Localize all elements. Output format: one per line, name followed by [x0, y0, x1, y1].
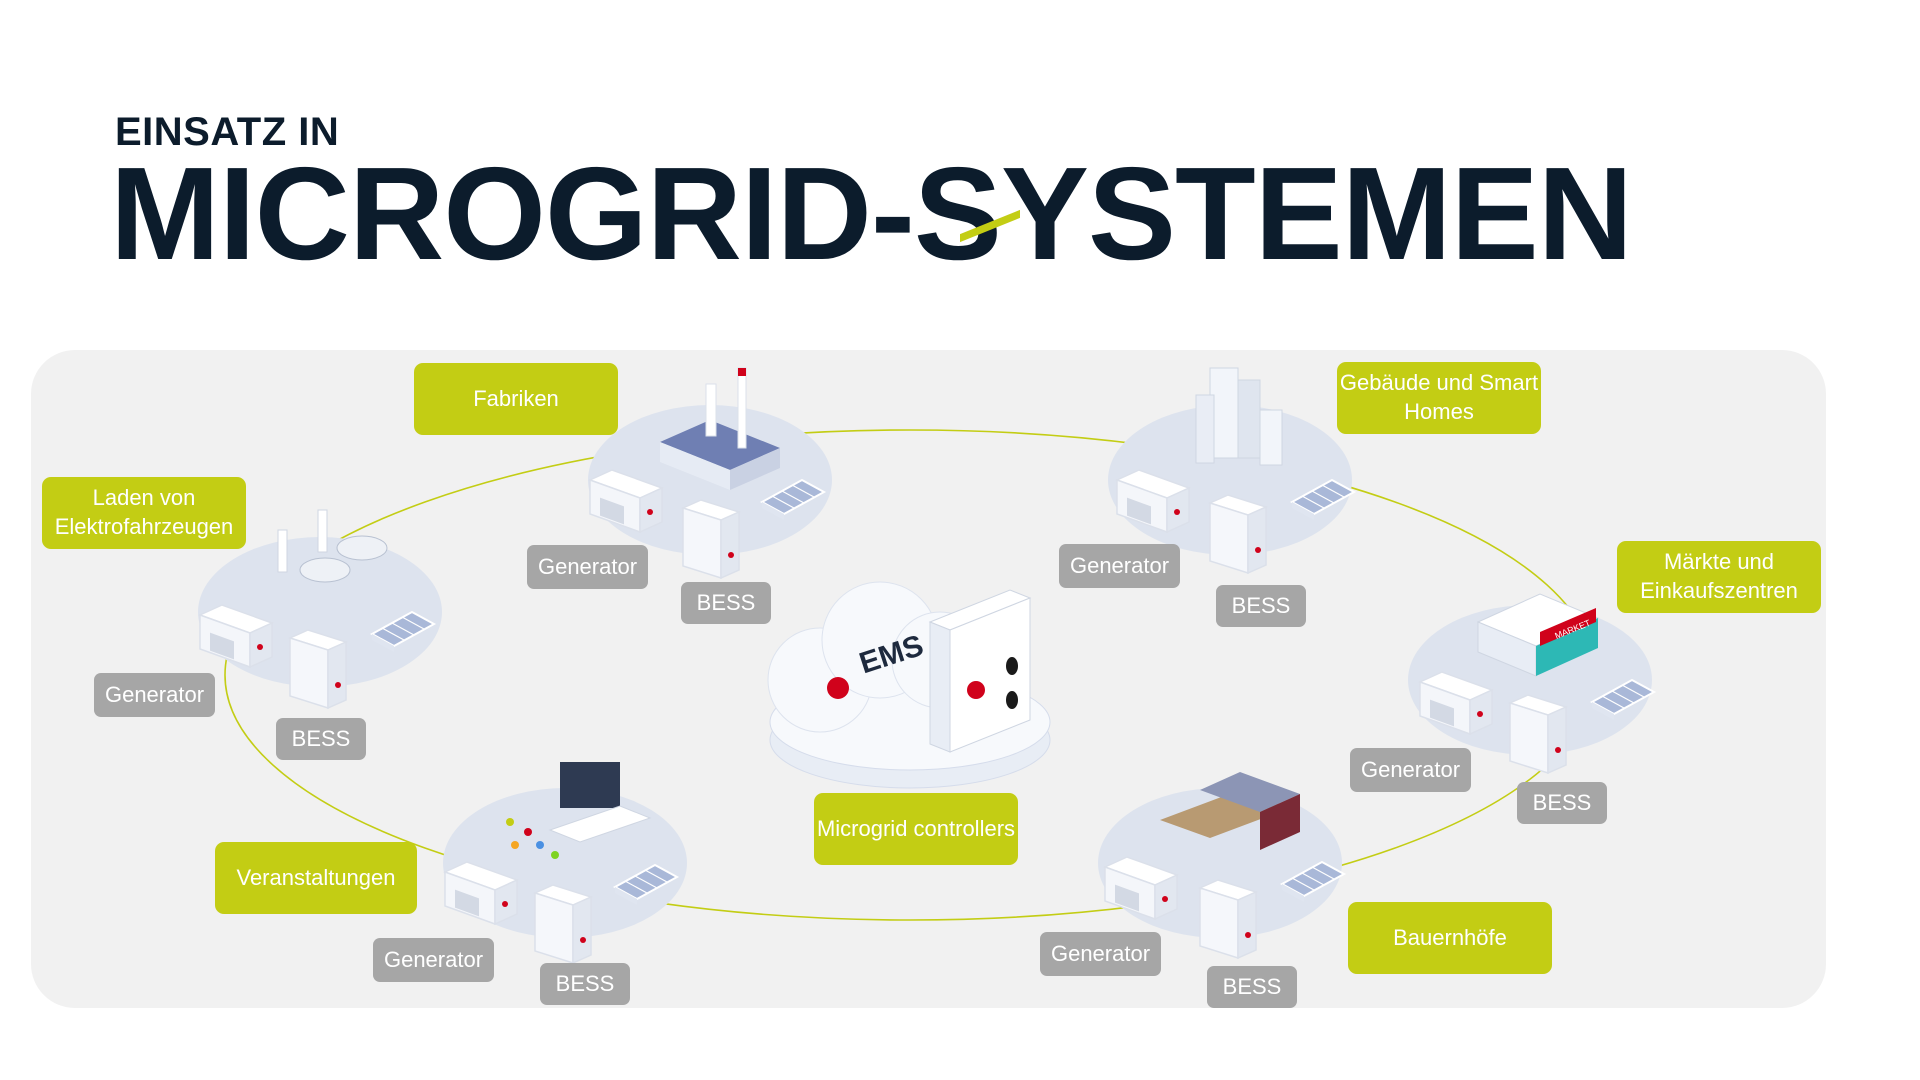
generator-label-maerkte: Generator	[1350, 748, 1471, 792]
bess-veranstaltungen-icon	[534, 884, 592, 964]
generator-label-fabriken: Generator	[527, 545, 648, 589]
generator-label-gebaeude: Generator	[1059, 544, 1180, 588]
generator-label-veranstaltungen: Generator	[373, 938, 494, 982]
bess-bauernhoefe-icon	[1199, 879, 1257, 959]
buildings-icon	[1195, 367, 1283, 466]
subtitle: EINSATZ IN	[115, 110, 340, 154]
bess-label-veranstaltungen: BESS	[540, 963, 630, 1005]
bess-fabriken-icon	[682, 499, 740, 579]
bess-label-fabriken: BESS	[681, 582, 771, 624]
ev-charging-icon	[277, 509, 388, 583]
tag-bauernhoefe: Bauernhöfe	[1348, 902, 1552, 974]
market-icon: MARKET	[1476, 593, 1600, 677]
bess-laden-icon	[289, 629, 347, 709]
generator-label-bauernhoefe: Generator	[1040, 932, 1161, 976]
bess-gebaeude-icon	[1209, 494, 1267, 574]
controller-device-icon	[928, 209, 1032, 753]
tag-fabriken: Fabriken	[414, 363, 618, 435]
page-title: MICROGRID-SYSTEMEN	[110, 140, 1633, 287]
generator-label-laden: Generator	[94, 673, 215, 717]
bess-label-maerkte: BESS	[1517, 782, 1607, 824]
tag-maerkte: Märkte und Einkaufszentren	[1617, 541, 1821, 613]
event-stage-icon	[506, 762, 652, 859]
tag-veranstaltungen: Veranstaltungen	[215, 842, 417, 914]
bess-label-laden: BESS	[276, 718, 366, 760]
tag-gebaeude: Gebäude und Smart Homes	[1337, 362, 1541, 434]
bess-maerkte-icon	[1509, 694, 1567, 774]
bess-label-gebaeude: BESS	[1216, 585, 1306, 627]
bess-label-bauernhoefe: BESS	[1207, 966, 1297, 1008]
factory-icon	[660, 367, 780, 490]
farm-icon	[1160, 772, 1300, 850]
tag-laden: Laden von Elektrofahrzeugen	[42, 477, 246, 549]
tag-microgrid-controllers: Microgrid controllers	[814, 793, 1018, 865]
